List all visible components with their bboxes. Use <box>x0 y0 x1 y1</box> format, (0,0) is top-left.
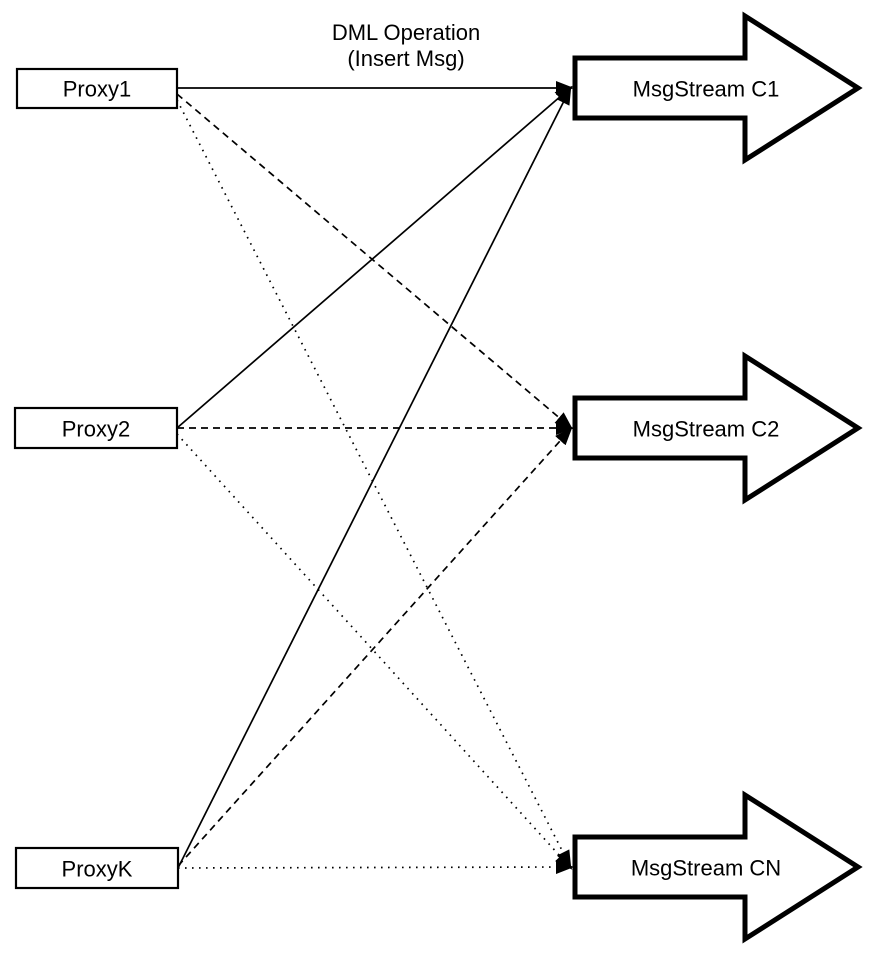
msgstream-c1-label: MsgStream C1 <box>633 77 780 102</box>
proxyk-label: ProxyK <box>62 857 133 882</box>
proxyk-box <box>14 846 180 890</box>
edge-proxy1-to-c2 <box>176 93 573 430</box>
diagram-title-line2: (Insert Msg) <box>347 46 464 71</box>
proxy1-box <box>15 67 179 110</box>
msgstream-c1-arrow <box>572 11 863 165</box>
edge-proxyk-to-cn <box>177 860 574 875</box>
edge-proxy2-to-c1 <box>176 85 573 429</box>
diagram-title-line1: DML Operation <box>332 20 480 45</box>
proxy2-box <box>13 406 179 450</box>
msgstream-cn-label: MsgStream CN <box>631 856 781 881</box>
msgstream-cn-node: MsgStream CN <box>572 790 863 944</box>
proxy1-node: Proxy1 <box>15 67 179 110</box>
proxy1-label: Proxy1 <box>63 77 131 102</box>
msgstream-c1-node: MsgStream C1 <box>572 11 863 165</box>
msgstream-cn-arrow <box>572 790 863 944</box>
msgstream-c2-node: MsgStream C2 <box>572 351 863 505</box>
edge-proxyk-to-c1 <box>177 86 572 869</box>
proxyk-node: ProxyK <box>14 846 180 890</box>
proxy2-node: Proxy2 <box>13 406 179 450</box>
proxy2-label: Proxy2 <box>62 417 130 442</box>
edge-proxy1-to-cn <box>176 99 572 869</box>
msgstream-c2-arrow <box>572 351 863 505</box>
msgstream-c2-label: MsgStream C2 <box>633 417 780 442</box>
edge-proxyk-to-c2 <box>177 427 573 867</box>
